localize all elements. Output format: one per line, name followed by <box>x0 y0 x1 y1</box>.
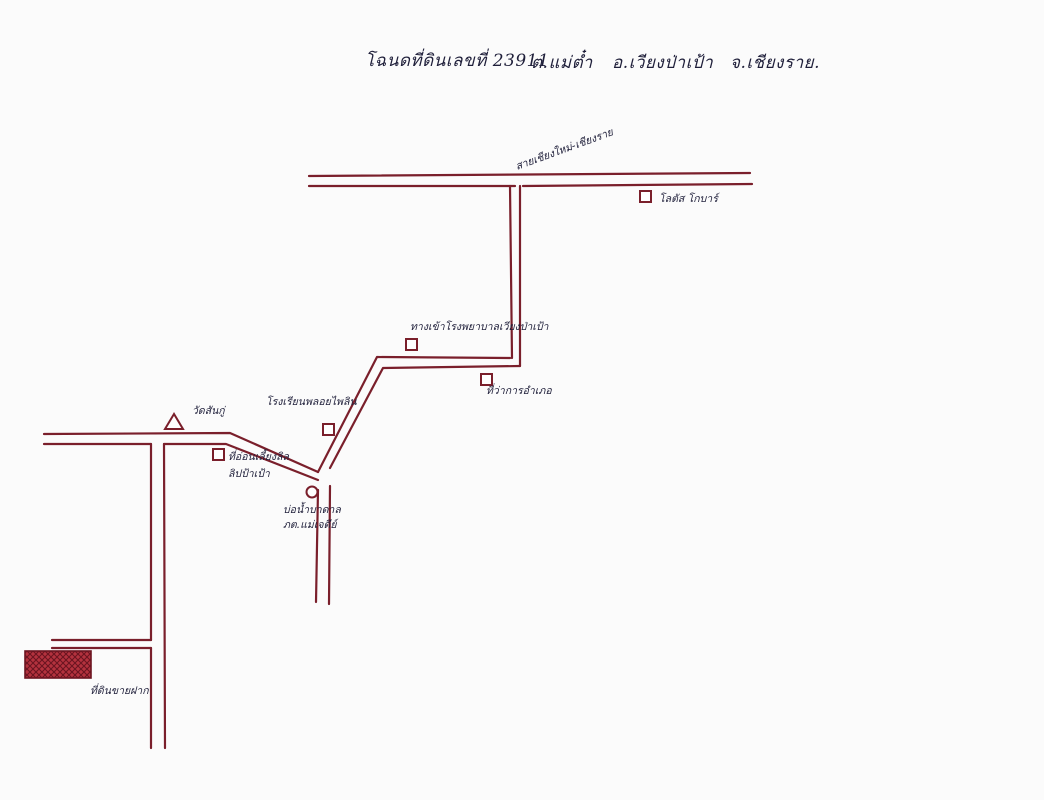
district-office-label: ที่ว่าการอำเภอ <box>486 383 552 397</box>
province-name: จ.เชียงราย. <box>730 53 820 73</box>
west-road-south-edge <box>42 442 320 482</box>
south-road-east <box>327 484 332 606</box>
district-office-marker <box>480 373 493 386</box>
school-label: โรงเรียนพลอยไพลิน <box>266 395 357 408</box>
health-center-label-line1: ที่อ่อนเลี้ยงลิล <box>228 448 289 463</box>
district-name: อ.เวียงป่าเป้า <box>612 53 713 73</box>
health-center-label-line2: ลิปป้าเป้า <box>228 468 271 480</box>
hospital-entrance-label: ทางเข้าโรงพยาบาลเวียงป่าเป้า <box>410 320 550 333</box>
highway-label: สายเชียงใหม่-เชียงราย <box>514 125 616 173</box>
highway-road-top-edge <box>307 171 752 178</box>
property-parcel-marker <box>24 650 92 679</box>
west-road-north-edge <box>42 431 320 474</box>
temple-marker <box>163 412 185 430</box>
side-road-diagonal-north <box>316 355 512 474</box>
health-center-marker <box>212 448 225 461</box>
lotus-store-label: โลตัส โกบาร์ <box>659 192 720 205</box>
hospital-entrance-marker <box>405 338 418 351</box>
temple-label: วัดสันกู่ <box>192 405 227 417</box>
well-label-line2: ภต.แม่เจดีย์ <box>283 518 338 531</box>
subdistrict-name: ต.แม่ต๋ำ <box>531 49 593 73</box>
well-label-line1: บ่อน้ำบาดาล <box>283 501 341 516</box>
school-marker <box>322 423 335 436</box>
map-title: โฉนดที่ดินเลขที่ 23911 ต.แม่ต๋ำ อ.เวียงป… <box>365 48 820 73</box>
deed-number: โฉนดที่ดินเลขที่ 23911 <box>365 48 549 71</box>
south-road-west <box>314 488 320 604</box>
well-marker <box>305 485 319 499</box>
side-road-vertical-west <box>508 184 514 360</box>
road-network <box>42 171 754 750</box>
side-road-diagonal-south <box>328 364 522 470</box>
property-label: ที่ดินขายฝาก <box>90 683 149 697</box>
property-road-east <box>162 442 167 750</box>
highway-road-bottom-edge <box>307 182 754 188</box>
lotus-store-marker <box>639 190 652 203</box>
